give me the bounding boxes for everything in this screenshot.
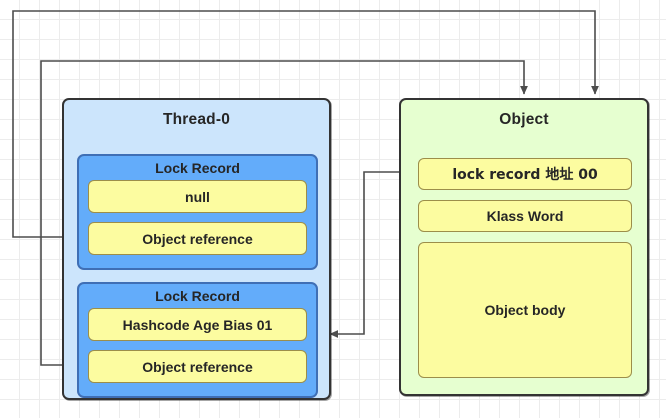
lock-record-2-displaced-header: Hashcode Age Bias 01 (88, 308, 307, 341)
object-box: Object lock record 地址 00 Klass Word Obje… (399, 98, 649, 396)
lock-record-1-object-reference: Object reference (88, 222, 307, 255)
thread-title: Thread-0 (162, 111, 231, 128)
lock-record-1-displaced-header: null (88, 180, 307, 213)
object-body-field: Object body (418, 242, 632, 378)
lock-record-2: Lock Record Hashcode Age Bias 01 Object … (77, 282, 318, 398)
object-title: Object (499, 111, 549, 128)
lock-record-2-object-reference: Object reference (88, 350, 307, 383)
lock-record-1: Lock Record null Object reference (77, 154, 318, 270)
lock-record-2-title: Lock Record (155, 288, 240, 304)
object-klass-word-field: Klass Word (418, 200, 632, 232)
lock-record-1-title: Lock Record (155, 160, 240, 176)
object-mark-word-field: lock record 地址 00 (418, 158, 632, 190)
thread-box: Thread-0 Lock Record null Object referen… (62, 98, 331, 400)
